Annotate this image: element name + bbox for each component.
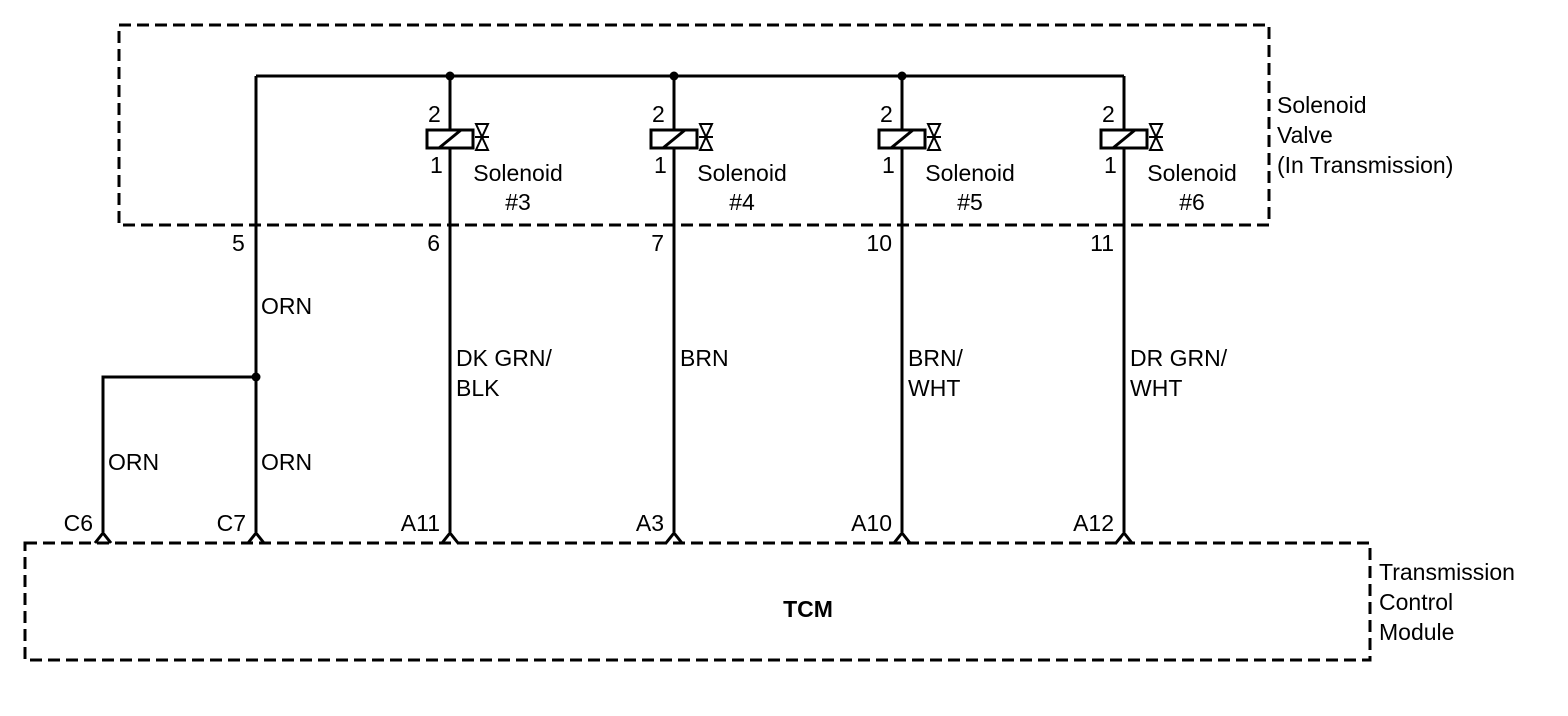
solenoid-valve-title-line: Solenoid (1277, 92, 1367, 118)
solenoid-pin-bottom: 1 (882, 152, 895, 178)
solenoid-pin-bottom: 1 (430, 152, 443, 178)
solenoid-pin-top: 2 (880, 101, 893, 127)
solenoid-connector-pin: 10 (866, 230, 892, 256)
connector-pin-icon (440, 530, 460, 544)
connector-pin-icon (1114, 530, 1134, 544)
wire-color-label: WHT (908, 375, 960, 401)
tcm-label: TCM (783, 596, 833, 622)
solenoid-number: #5 (957, 189, 983, 215)
solenoid-coil-diagonal (1112, 128, 1136, 150)
solenoid-coil-diagonal (438, 128, 462, 150)
solenoid-coil-diagonal (662, 128, 686, 150)
tcm-pin-label: C6 (64, 510, 93, 536)
solenoid-connector-pin: 6 (427, 230, 440, 256)
solenoid-pin-bottom: 1 (654, 152, 667, 178)
wire-color-label: DR GRN/ (1130, 345, 1228, 371)
tcm-connector-pins: C6 C7 A11 A3 A10 A12 (64, 510, 1134, 544)
tcm-pin-label: A10 (851, 510, 892, 536)
solenoid-label: Solenoid (473, 160, 563, 186)
solenoid-pin-bottom: 1 (1104, 152, 1117, 178)
connector-pin-icon (93, 530, 113, 544)
solenoid-connector-pin: 11 (1090, 230, 1114, 256)
tcm-pin-label: A11 (401, 510, 440, 536)
solenoid-number: #4 (729, 189, 755, 215)
tcm-title-line: Transmission (1379, 559, 1515, 585)
solenoid-label: Solenoid (925, 160, 1015, 186)
splice-point (251, 372, 261, 382)
connector-pin-icon (664, 530, 684, 544)
tcm-pin-label: A12 (1073, 510, 1114, 536)
solenoid-pin-top: 2 (428, 101, 441, 127)
wire-color-label: WHT (1130, 375, 1182, 401)
solenoid-pin-top: 2 (1102, 101, 1115, 127)
solenoid-label: Solenoid (1147, 160, 1237, 186)
wire-color-label: ORN (108, 449, 159, 475)
c6-orn-wire (101, 375, 256, 532)
tcm-pin-label: C7 (217, 510, 246, 536)
wire-color-label: DK GRN/ (456, 345, 552, 371)
solenoid-number: #6 (1179, 189, 1205, 215)
wire-color-label: BRN/ (908, 345, 964, 371)
tcm-title: Transmission Control Module (1379, 559, 1521, 645)
solenoid-coil-diagonal (890, 128, 914, 150)
solenoid-valve-title: Solenoid Valve (In Transmission) (1277, 92, 1453, 178)
solenoid-pin-top: 2 (652, 101, 665, 127)
tcm-housing (23, 541, 1372, 662)
tcm-title-line: Control (1379, 589, 1453, 615)
wire-color-label: BLK (456, 375, 500, 401)
solenoid-number: #3 (505, 189, 531, 215)
wire-color-label: BRN (680, 345, 729, 371)
tcm-pin-label: A3 (636, 510, 664, 536)
solenoid-valve-title-line: (In Transmission) (1277, 152, 1453, 178)
connector-pin-icon (892, 530, 912, 544)
common-pin-label: 5 (232, 230, 245, 256)
solenoid-valve-housing (117, 23, 1271, 227)
wire-color-label: ORN (261, 449, 312, 475)
wire-color-label: ORN (261, 293, 312, 319)
connector-pin-icon (246, 530, 266, 544)
solenoid-label: Solenoid (697, 160, 787, 186)
solenoid-valve-title-line: Valve (1277, 122, 1333, 148)
solenoid-connector-pin: 7 (651, 230, 664, 256)
tcm-title-line: Module (1379, 619, 1454, 645)
